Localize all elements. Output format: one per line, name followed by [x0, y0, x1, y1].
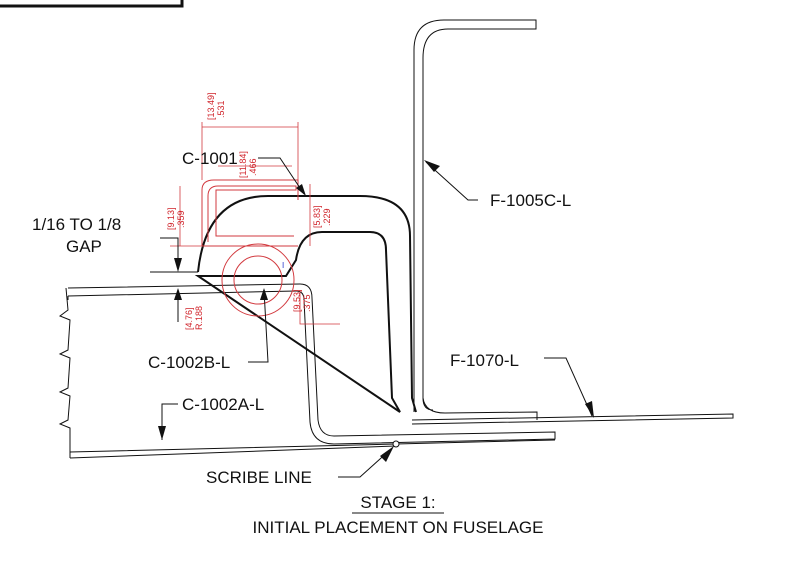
svg-text:.466: .466: [248, 158, 258, 176]
svg-text:I: I: [282, 261, 284, 270]
label-f1005c: F-1005C-L: [490, 191, 571, 210]
svg-text:.531: .531: [216, 100, 226, 118]
part-c1002a-inner: [67, 290, 335, 445]
svg-text:[5.83]: [5.83]: [312, 205, 322, 228]
part-c1002a: [67, 283, 556, 445]
label-c1002a: C-1002A-L: [182, 395, 264, 414]
reference-outline: [207, 185, 297, 242]
label-f1070: F-1070-L: [450, 351, 519, 370]
gap-arrow-up: [174, 288, 182, 300]
f1070-arrow: [585, 401, 594, 418]
break-line: [58, 287, 71, 458]
svg-text:R.188: R.188: [194, 306, 204, 330]
scribe-mark: [392, 440, 400, 448]
part-c1001: [194, 195, 417, 413]
dim-offset-line: [299, 290, 340, 325]
svg-text:[9.53]: [9.53]: [292, 289, 302, 312]
dim-width-line: [201, 122, 299, 180]
part-f1070: [411, 413, 734, 425]
svg-text:.375: .375: [302, 294, 312, 312]
caption-subtitle: INITIAL PLACEMENT ON FUSELAGE: [253, 518, 544, 537]
label-gap-line2: GAP: [66, 237, 102, 256]
caption-title: STAGE 1:: [360, 493, 435, 512]
c1002a-arrow: [158, 426, 166, 440]
svg-text:[11.84]: [11.84]: [238, 151, 248, 178]
title-block-frame: [0, 0, 184, 8]
svg-text:[9.13]: [9.13]: [166, 207, 176, 230]
svg-text:.359: .359: [176, 210, 186, 228]
dim-height: [9.13] .359: [166, 207, 186, 230]
dim-radius: [4.76] R.188: [184, 306, 204, 330]
label-c1002b: C-1002B-L: [148, 353, 230, 372]
svg-text:[4.76]: [4.76]: [184, 307, 194, 330]
c1002b-arrow: [260, 288, 268, 300]
label-scribe-line: SCRIBE LINE: [206, 468, 312, 487]
dim-offset: [9.53] .375: [292, 289, 312, 312]
dim-inner: [11.84] .466: [238, 151, 258, 178]
f1005c-arrow: [424, 160, 440, 172]
dim-width: [13.49] .531: [206, 92, 226, 120]
label-c1001: C-1001: [182, 149, 238, 168]
dim-flange: [5.83] .229: [312, 205, 332, 228]
fuselage-skin: [69, 439, 556, 453]
svg-text:[13.49]: [13.49]: [206, 92, 216, 120]
radius-circle-outer: [221, 243, 295, 317]
svg-text:.229: .229: [322, 208, 332, 226]
part-f1005c: [413, 19, 537, 412]
scribe-arrow: [380, 446, 394, 462]
c1001-arrow: [296, 184, 306, 196]
gap-arrow-down: [174, 258, 182, 272]
label-gap-line1: 1/16 TO 1/8: [32, 215, 121, 234]
dim-height-line: [170, 186, 202, 247]
part-f1005c-flange: [422, 397, 538, 420]
radius-circle-inner: [233, 255, 283, 305]
